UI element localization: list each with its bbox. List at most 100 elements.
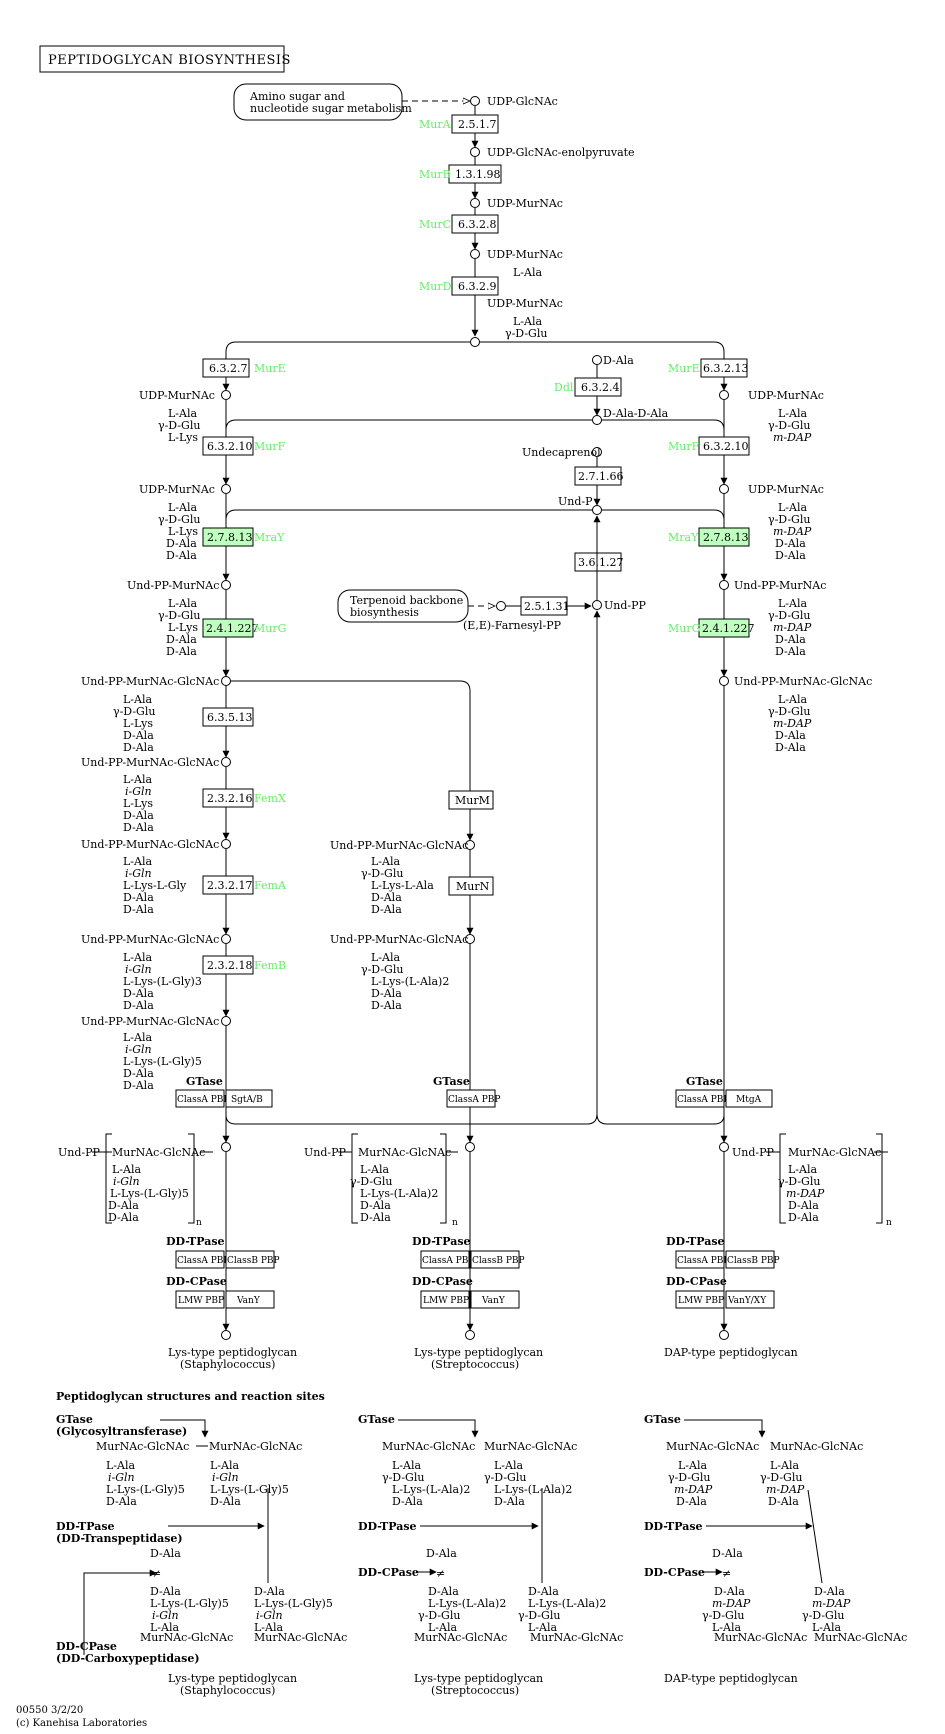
ec-box-23217[interactable] xyxy=(202,875,254,895)
legend1-bottom-dala-r: D-Ala xyxy=(254,1585,285,1598)
ec-box-63513[interactable] xyxy=(202,707,254,727)
legend2-lala-a: L-Ala xyxy=(392,1459,421,1472)
compound-node-right-und-pp-murnac[interactable] xyxy=(719,580,729,590)
gene-label-classb-pbp-middle: ClassB PBP xyxy=(472,1256,525,1266)
compound-node-right-und-pp-murnac-glcnac[interactable] xyxy=(719,676,729,686)
ec-box-6324[interactable] xyxy=(574,377,622,397)
gene-label-sgtab: SgtA/B xyxy=(231,1095,263,1105)
gene-box-classb-pbp-right[interactable] xyxy=(725,1250,775,1269)
gene-box-classa-pbp-middle[interactable] xyxy=(446,1089,496,1108)
gene-box-classa-pbp-middle-2[interactable] xyxy=(420,1250,470,1269)
compound-node-mid-und-pp-1[interactable] xyxy=(465,840,475,850)
compound-right-poly-lala: L-Ala xyxy=(788,1163,817,1176)
compound-node-left-product[interactable] xyxy=(221,1330,231,1340)
ec-box-2517[interactable] xyxy=(451,114,499,134)
compound-node-mid-product[interactable] xyxy=(465,1330,475,1340)
compound-node-left-und-pp-murnac-glcnac-2[interactable] xyxy=(221,757,231,767)
compound-left-und-pp-murnac: Und-PP-MurNAc xyxy=(127,579,219,592)
compound-node-udp-murnac-lala[interactable] xyxy=(470,249,480,259)
gene-box-vany-left[interactable] xyxy=(225,1290,275,1309)
gene-box-classa-pbp-right[interactable] xyxy=(675,1089,725,1108)
gene-box-vany-middle[interactable] xyxy=(470,1290,520,1309)
gene-box-lmw-pbp-left[interactable] xyxy=(175,1290,225,1309)
compound-node-udp-glcnac-enolpyruvate[interactable] xyxy=(470,147,480,157)
ec-box-63213[interactable] xyxy=(700,358,748,378)
compound-node-left-udp-murnac-2[interactable] xyxy=(221,484,231,494)
compound-node-mid-polymer[interactable] xyxy=(465,1142,475,1152)
ec-box-36127[interactable] xyxy=(574,552,622,572)
gene-box-murm[interactable] xyxy=(448,790,494,810)
gene-box-lmw-pbp-right[interactable] xyxy=(675,1290,725,1309)
gene-box-classb-pbp-left[interactable] xyxy=(225,1250,275,1269)
compound-node-farnesyl-pp[interactable] xyxy=(496,601,506,611)
legend3-bottom-left: MurNAc-GlcNAc xyxy=(714,1631,807,1644)
compound-node-right-product[interactable] xyxy=(719,1330,729,1340)
compound-mid-dala-1a: D-Ala xyxy=(371,891,402,904)
gene-box-mtga[interactable] xyxy=(725,1089,773,1108)
ec-box-63210-left[interactable] xyxy=(202,436,254,456)
compound-mid-poly-gdglu: γ-D-Glu xyxy=(350,1175,392,1188)
gene-box-classa-pbp-left-2[interactable] xyxy=(175,1250,225,1269)
legend3-bottom-dala: D-Ala xyxy=(714,1585,745,1598)
gene-box-classa-pbp-right-2[interactable] xyxy=(675,1250,725,1269)
compound-node-right-polymer[interactable] xyxy=(719,1142,729,1152)
enzyme-label-murd: MurD xyxy=(419,280,452,293)
compound-node-right-udp-murnac-1[interactable] xyxy=(719,390,729,400)
gene-box-lmw-pbp-middle[interactable] xyxy=(420,1290,470,1309)
compound-right-mdap-3: m-DAP xyxy=(773,621,812,634)
compound-right-gdglu-2: γ-D-Glu xyxy=(768,513,810,526)
ec-box-27813-left[interactable] xyxy=(202,527,254,547)
compound-node-udp-murnac-1[interactable] xyxy=(470,198,480,208)
gene-box-vanyxy[interactable] xyxy=(725,1290,775,1309)
compound-node-udp-glcnac[interactable] xyxy=(470,96,480,106)
legend2-bond-dala: D-Ala xyxy=(426,1547,457,1560)
gene-box-sgtab[interactable] xyxy=(225,1089,273,1108)
ec-box-63210-right[interactable] xyxy=(698,436,750,456)
compound-node-left-und-pp-murnac-glcnac-1[interactable] xyxy=(221,676,231,686)
legend2-gdglu-a: γ-D-Glu xyxy=(382,1471,424,1484)
compound-mid-lysala2: L-Lys-(L-Ala)2 xyxy=(371,975,449,988)
legend3-bottom-right: MurNAc-GlcNAc xyxy=(814,1631,907,1644)
compound-node-udp-murnac-ala-glu[interactable] xyxy=(470,337,480,347)
compound-node-left-und-pp-murnac-glcnac-3[interactable] xyxy=(221,839,231,849)
compound-left-und-pp-murnac-glcnac-3: Und-PP-MurNAc-GlcNAc xyxy=(81,838,219,851)
ec-box-6329[interactable] xyxy=(451,276,499,296)
gene-box-classa-pbp-left[interactable] xyxy=(175,1089,225,1108)
ec-box-27166[interactable] xyxy=(574,466,622,486)
compound-left-murnac-glcnac: MurNAc-GlcNAc xyxy=(112,1146,205,1159)
compound-left-dala-5b: D-Ala xyxy=(123,821,154,834)
compound-node-und-p[interactable] xyxy=(592,505,602,515)
ec-box-25131[interactable] xyxy=(520,596,568,616)
ec-box-27813-right[interactable] xyxy=(698,527,750,547)
compound-right-dala-2a: D-Ala xyxy=(775,537,806,550)
ec-box-23218[interactable] xyxy=(202,955,254,975)
ec-box-6328[interactable] xyxy=(451,214,499,234)
compound-node-left-polymer[interactable] xyxy=(221,1142,231,1152)
legend1-dala-a: D-Ala xyxy=(106,1495,137,1508)
gene-label-classa-pbp-right: ClassA PBP xyxy=(677,1095,729,1105)
compound-node-left-udp-murnac-1[interactable] xyxy=(221,390,231,400)
product-left-name: Lys-type peptidoglycan xyxy=(168,1346,297,1359)
compound-node-undecaprenol[interactable] xyxy=(592,447,602,457)
gene-box-classb-pbp-middle[interactable] xyxy=(470,1250,520,1269)
compound-left-llys-3: L-Lys xyxy=(168,621,198,634)
ec-box-6327[interactable] xyxy=(202,358,250,378)
ec-box-24127-left[interactable] xyxy=(202,618,254,638)
compound-right-poly-gdglu: γ-D-Glu xyxy=(778,1175,820,1188)
compound-node-left-und-pp-murnac[interactable] xyxy=(221,580,231,590)
ec-box-24127-right[interactable] xyxy=(698,618,750,638)
compound-node-left-und-pp-murnac-glcnac-4[interactable] xyxy=(221,934,231,944)
legend2-bottom-right: MurNAc-GlcNAc xyxy=(530,1631,623,1644)
compound-node-und-pp[interactable] xyxy=(592,600,602,610)
gene-label-classa-pbp-right-2: ClassA PBP xyxy=(677,1256,729,1266)
compound-node-right-udp-murnac-2[interactable] xyxy=(719,484,729,494)
ec-box-13198[interactable] xyxy=(448,164,502,184)
gene-box-murn[interactable] xyxy=(448,876,494,896)
compound-node-dala[interactable] xyxy=(592,355,602,365)
compound-node-dala-dala[interactable] xyxy=(592,415,602,425)
compound-right-dala-3a: D-Ala xyxy=(775,633,806,646)
compound-node-left-und-pp-murnac-glcnac-5[interactable] xyxy=(221,1016,231,1026)
map-link-amino-sugar[interactable] xyxy=(233,83,403,121)
ec-box-23216[interactable] xyxy=(202,788,254,808)
compound-node-mid-und-pp-2[interactable] xyxy=(465,934,475,944)
